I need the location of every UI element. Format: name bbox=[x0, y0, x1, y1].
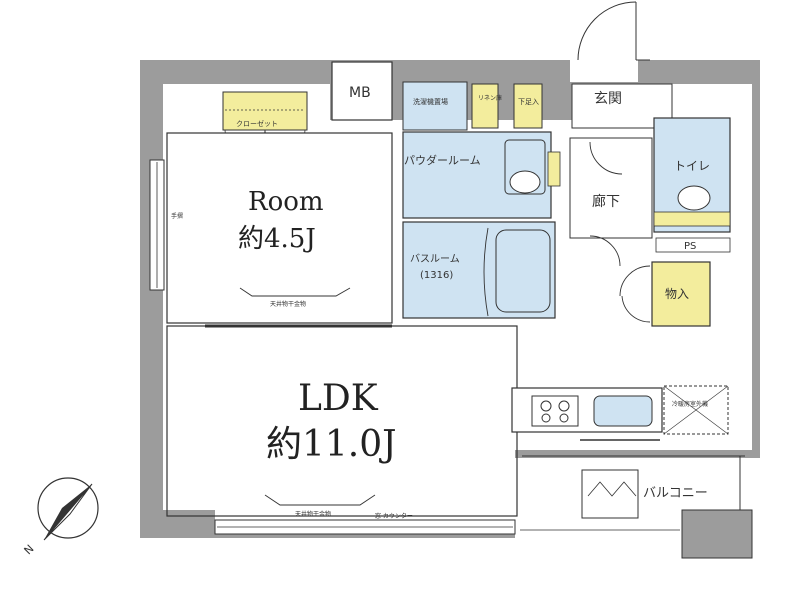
balcony-label: バルコニー bbox=[643, 486, 708, 501]
mb-label: MB bbox=[349, 85, 371, 101]
entrance-door bbox=[570, 1, 650, 82]
svg-text:N: N bbox=[22, 542, 37, 557]
room-size: 約4.5J bbox=[238, 224, 316, 254]
bath-size: (1316) bbox=[420, 270, 453, 281]
aircon-outdoor: 冷暖房室外機 bbox=[663, 385, 729, 435]
ldk-size: 約11.0J bbox=[266, 424, 397, 465]
storage-label: 物入 bbox=[665, 287, 689, 301]
mb-box: MB bbox=[331, 61, 393, 121]
corridor-label: 廊下 bbox=[592, 193, 620, 210]
aircon-label: 冷暖房室外機 bbox=[672, 400, 708, 408]
genkan-label: 玄関 bbox=[594, 90, 622, 107]
laundry-label: 洗濯機置場 bbox=[413, 97, 448, 106]
ldk-name: LDK bbox=[298, 378, 379, 419]
shoes-label: 下足入 bbox=[518, 98, 539, 106]
ldk-window: 窓 カウンター bbox=[214, 512, 516, 535]
north-compass-icon: N bbox=[22, 477, 99, 557]
storage: 物入 bbox=[619, 261, 711, 327]
bath-label: バスルーム bbox=[410, 253, 460, 265]
room-name: Room bbox=[248, 187, 324, 217]
corridor: 廊下 bbox=[569, 137, 653, 267]
window-note: 窓 カウンター bbox=[375, 512, 413, 520]
room-bedroom: Room 約4.5J 天井物干金物 bbox=[166, 132, 393, 324]
wet-area: 洗濯機置場 リネン庫 下足入 パウダールーム バスルーム (1316) bbox=[402, 81, 561, 319]
toilet-label: トイレ bbox=[674, 159, 710, 173]
powder-label: パウダールーム bbox=[404, 153, 481, 167]
balcony: バルコニー bbox=[520, 455, 753, 559]
ldk-ceiling-note: 天井物干金物 bbox=[295, 510, 331, 518]
kitchen bbox=[511, 387, 663, 441]
linen-label: リネン庫 bbox=[478, 94, 502, 102]
ps-label: PS bbox=[684, 241, 696, 252]
ldk-room: LDK 約11.0J 天井物干金物 bbox=[166, 324, 518, 518]
toilet-room: トイレ PS bbox=[653, 117, 731, 253]
closet-label: クローゼット bbox=[236, 119, 278, 128]
room-window: 手摺 bbox=[149, 159, 183, 291]
room-ceiling-note: 天井物干金物 bbox=[270, 300, 306, 308]
side-note: 手摺 bbox=[171, 212, 183, 220]
